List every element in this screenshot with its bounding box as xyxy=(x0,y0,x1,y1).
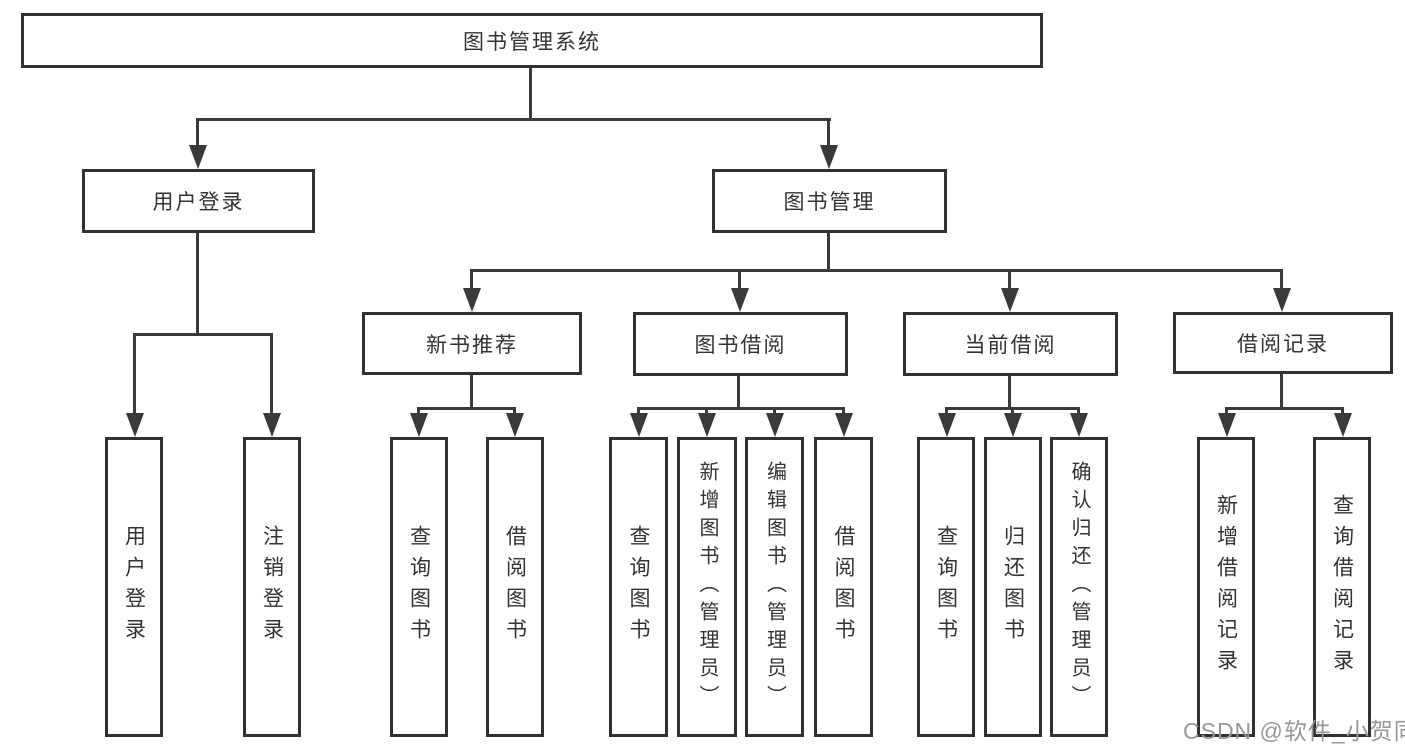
arrow-down-icon xyxy=(189,145,207,169)
leaf-borrow-books-2: 借阅图书 xyxy=(814,437,873,737)
arrow-down-icon xyxy=(263,413,281,437)
connector-line xyxy=(1008,269,1011,291)
arrow-down-icon xyxy=(1334,413,1352,437)
node-new-book-recommend: 新书推荐 xyxy=(362,312,582,375)
node-book-management: 图书管理 xyxy=(712,169,947,233)
leaf-query-borrow-record: 查询借阅记录 xyxy=(1313,437,1371,737)
leaf-query-books-3: 查询图书 xyxy=(917,437,975,737)
connector-line xyxy=(133,333,136,415)
connector-line xyxy=(196,118,831,121)
connector-line xyxy=(1280,269,1283,291)
arrow-down-icon xyxy=(766,413,784,437)
connector-line xyxy=(196,233,199,336)
connector-line xyxy=(737,376,740,410)
connector-line xyxy=(417,407,516,410)
arrow-down-icon xyxy=(1218,413,1236,437)
connector-line xyxy=(1225,407,1228,417)
node-book-borrow-label: 图书借阅 xyxy=(694,334,787,357)
connector-line xyxy=(1077,407,1080,417)
connector-line xyxy=(827,118,830,150)
csdn-watermark: CSDN @软件_小贺同学 xyxy=(1183,718,1405,744)
node-user-login-label: 用户登录 xyxy=(152,191,245,214)
connector-line xyxy=(529,68,532,118)
leaf-confirm-return-admin: 确认归还（管理员） xyxy=(1050,437,1108,737)
leaf-return-books: 归还图书 xyxy=(984,437,1042,737)
leaf-query-books-1: 查询图书 xyxy=(390,437,448,737)
connector-line xyxy=(196,118,199,150)
arrow-down-icon xyxy=(938,413,956,437)
connector-line xyxy=(1008,376,1011,410)
connector-line xyxy=(470,269,473,291)
arrow-down-icon xyxy=(463,288,481,312)
connector-line xyxy=(513,407,516,417)
connector-line xyxy=(637,407,640,417)
node-user-login: 用户登录 xyxy=(82,169,315,233)
node-borrow-records: 借阅记录 xyxy=(1173,312,1393,374)
connector-line xyxy=(470,269,1283,272)
connector-line xyxy=(1011,407,1014,417)
connector-line xyxy=(1280,374,1283,410)
leaf-add-books-admin: 新增图书（管理员） xyxy=(677,437,737,737)
arrow-down-icon xyxy=(1001,288,1019,312)
arrow-down-icon xyxy=(506,413,524,437)
arrow-down-icon xyxy=(630,413,648,437)
connector-line xyxy=(705,407,708,417)
arrow-down-icon xyxy=(1273,288,1291,312)
node-borrow-records-label: 借阅记录 xyxy=(1237,333,1329,356)
arrow-down-icon xyxy=(410,413,428,437)
leaf-logout: 注销登录 xyxy=(243,437,301,737)
leaf-borrow-books-1: 借阅图书 xyxy=(486,437,544,737)
leaf-add-borrow-record: 新增借阅记录 xyxy=(1197,437,1255,737)
arrow-down-icon xyxy=(731,288,749,312)
arrow-down-icon xyxy=(1070,413,1088,437)
connector-line xyxy=(637,407,845,410)
connector-line xyxy=(738,269,741,291)
node-root: 图书管理系统 xyxy=(21,13,1043,68)
connector-line xyxy=(827,233,830,272)
arrow-down-icon xyxy=(126,413,144,437)
connector-line xyxy=(1225,407,1344,410)
leaf-query-books-2: 查询图书 xyxy=(609,437,668,737)
node-book-borrow: 图书借阅 xyxy=(633,312,848,376)
arrow-down-icon xyxy=(820,145,838,169)
connector-line xyxy=(1341,407,1344,417)
connector-line xyxy=(945,407,948,417)
connector-line xyxy=(417,407,420,417)
arrow-down-icon xyxy=(835,413,853,437)
leaf-user-login: 用户登录 xyxy=(105,437,163,737)
node-current-borrow: 当前借阅 xyxy=(903,312,1118,376)
leaf-edit-books-admin: 编辑图书（管理员） xyxy=(745,437,804,737)
node-new-book-recommend-label: 新书推荐 xyxy=(426,333,518,357)
node-book-management-label: 图书管理 xyxy=(783,191,876,214)
connector-line xyxy=(842,407,845,417)
node-current-borrow-label: 当前借阅 xyxy=(964,334,1057,357)
connector-line xyxy=(133,333,273,336)
connector-line xyxy=(773,407,776,417)
connector-line xyxy=(270,333,273,415)
node-root-label: 图书管理系统 xyxy=(463,30,601,54)
arrow-down-icon xyxy=(698,413,716,437)
connector-line xyxy=(470,375,473,410)
arrow-down-icon xyxy=(1004,413,1022,437)
